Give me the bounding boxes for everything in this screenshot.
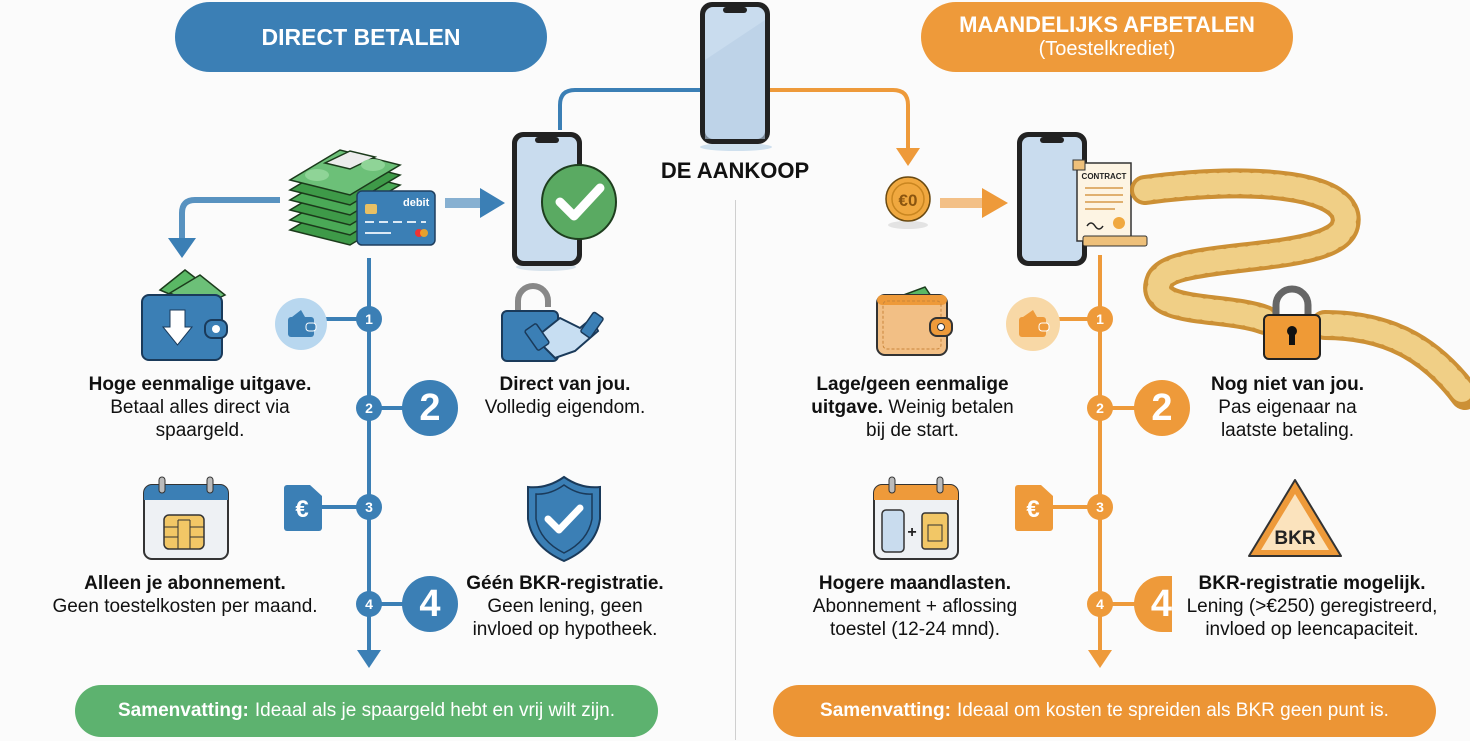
left-summary-banner: Samenvatting: Ideaal als je spaargeld he… [75, 685, 658, 737]
orange-arrow-head [982, 188, 1008, 218]
phone-check-icon [512, 132, 617, 271]
direct-betalen-header: DIRECT BETALEN [175, 2, 547, 72]
wallet-icon [876, 286, 953, 356]
blue-connector-line [558, 88, 700, 130]
phone-contract-icon: CONTRACT [1017, 132, 1148, 266]
orange-step-4-number-small: 4 [1096, 596, 1104, 612]
right-summary-text: Ideaal om kosten te spreiden als BKR gee… [956, 700, 1389, 721]
orange-step-1-number: 1 [1096, 311, 1104, 327]
shield-check-icon [527, 475, 601, 563]
calendar-sim-icon [143, 476, 229, 560]
orange-step-2-number-small: 2 [1096, 400, 1104, 416]
left-step-1-detail: Betaal alles direct via spaargeld. [110, 397, 290, 441]
svg-text:+: + [907, 524, 916, 541]
right-step-4-text: BKR-registratie mogelijk. Lening (>€250)… [1172, 572, 1452, 641]
right-step-4-detail: Lening (>€250) geregistreerd, invloed op… [1186, 596, 1438, 640]
right-step-1-detail: Weinig betalen bij de start. [866, 397, 1014, 441]
left-step-2-bold: Direct van jou. [499, 374, 631, 395]
bkr-label: BKR [1274, 528, 1315, 549]
left-step-1-bold: Hoge eenmalige uitgave. [88, 374, 312, 395]
euro-sim-icon: € [284, 485, 322, 531]
step-2-number-large: 2 [419, 386, 441, 429]
right-step-1-bold: Lage/geen eenmalige uitgave. [811, 374, 1009, 418]
left-step-2-detail: Volledig eigendom. [484, 397, 646, 418]
euro-sim-icon-orange: € [1015, 485, 1053, 531]
right-step-3-bold: Hogere maandlasten. [818, 573, 1012, 594]
right-summary-label: Samenvatting: [820, 700, 951, 721]
left-step-3-bold: Alleen je abonnement. [84, 573, 286, 594]
smartphone-icon [700, 2, 772, 151]
orange-step-1-marker: 1 [1087, 306, 1113, 332]
left-step-3-text: Alleen je abonnement. Geen toestelkosten… [35, 572, 335, 618]
contract-label: CONTRACT [1082, 172, 1127, 181]
orange-step-2-number-large: 2 [1151, 386, 1173, 429]
step-1-marker: 1 [356, 306, 382, 332]
right-step-2-detail: Pas eigenaar na laatste betaling. [1218, 397, 1357, 441]
calendar-phone-sim-icon: + [873, 476, 959, 560]
orange-down-arrow [896, 148, 920, 166]
debit-card-icon: debit [356, 190, 436, 246]
left-step-4-text: Géén BKR-registratie. Geen lening, geen … [455, 572, 675, 641]
orange-step-2-marker-small: 2 [1087, 395, 1113, 421]
maandelijks-afbetalen-header: MAANDELIJKS AFBETALEN (Toestelkrediet) [921, 2, 1293, 72]
blue-curved-arrow [179, 197, 280, 240]
left-step-4-bold: Géén BKR-registratie. [466, 573, 664, 594]
step-1-number: 1 [365, 311, 373, 327]
right-summary-banner: Samenvatting: Ideaal om kosten te spreid… [773, 685, 1436, 737]
left-summary-label: Samenvatting: [117, 700, 249, 721]
debit-card-label: debit [403, 197, 430, 209]
step-4-number-small: 4 [365, 596, 373, 612]
bkr-warning-icon: BKR [1248, 479, 1342, 557]
orange-timeline-arrowhead [1088, 650, 1112, 668]
coin-chain-icon [1130, 168, 1470, 410]
right-step-1-text: Lage/geen eenmalige uitgave. Weinig beta… [800, 373, 1025, 442]
wallet-side-icon [275, 298, 327, 350]
orange-step-4-number-large: 4 [1150, 582, 1172, 625]
left-step-3-detail: Geen toestelkosten per maand. [52, 596, 318, 617]
step-2-number-small: 2 [365, 400, 373, 416]
step-3-marker: 3 [356, 494, 382, 520]
orange-step-3-marker: 3 [1087, 494, 1113, 520]
step-4-number-large: 4 [419, 582, 441, 625]
left-summary-text: Ideaal als je spaargeld hebt en vrij wil… [254, 700, 616, 721]
left-step-2-text: Direct van jou. Volledig eigendom. [460, 373, 670, 419]
orange-step-4-marker-small: 4 [1087, 591, 1113, 617]
blue-curved-arrowhead [168, 238, 196, 258]
maandelijks-afbetalen-subtitle: (Toestelkrediet) [1038, 38, 1176, 60]
step-4-marker-small: 4 [356, 591, 382, 617]
wallet-down-icon [141, 269, 228, 361]
left-step-1-text: Hoge eenmalige uitgave. Betaal alles dir… [55, 373, 345, 442]
step-3-number: 3 [365, 499, 373, 515]
step-2-marker-large: 2 [402, 380, 458, 436]
orange-step-4-marker-large: 4 [1134, 576, 1172, 632]
blue-timeline-arrowhead [357, 650, 381, 668]
maandelijks-afbetalen-title: MAANDELIJKS AFBETALEN [959, 12, 1255, 37]
right-step-4-bold: BKR-registratie mogelijk. [1198, 573, 1426, 594]
blue-arrow-head [480, 188, 505, 218]
euro-zero-coin-icon: €0 [885, 176, 931, 229]
step-2-marker-small: 2 [356, 395, 382, 421]
right-step-3-detail: Abonnement + aflossing toestel (12-24 mn… [812, 596, 1018, 640]
orange-step-2-marker-large: 2 [1134, 380, 1190, 436]
blue-gradient-arrow-shaft [445, 198, 485, 208]
unlock-handshake-icon [501, 283, 604, 362]
svg-text:€: € [295, 496, 308, 523]
center-divider [735, 200, 736, 740]
orange-step-3-number: 3 [1096, 499, 1104, 515]
euro-zero-label: €0 [899, 191, 918, 210]
left-step-4-detail: Geen lening, geen invloed op hypotheek. [472, 596, 658, 640]
wallet-side-icon-orange [1006, 297, 1060, 351]
right-step-2-bold: Nog niet van jou. [1210, 374, 1365, 395]
direct-betalen-title: DIRECT BETALEN [261, 23, 461, 50]
svg-text:€: € [1026, 496, 1039, 523]
orange-connector-line [770, 88, 910, 150]
step-4-marker-large: 4 [402, 576, 458, 632]
de-aankoop-title: DE AANKOOP [660, 158, 810, 183]
right-step-2-text: Nog niet van jou. Pas eigenaar na laatst… [1195, 373, 1380, 442]
orange-gradient-arrow-shaft [940, 198, 985, 208]
padlock-icon [1263, 285, 1321, 360]
right-step-3-text: Hogere maandlasten. Abonnement + aflossi… [795, 572, 1035, 641]
